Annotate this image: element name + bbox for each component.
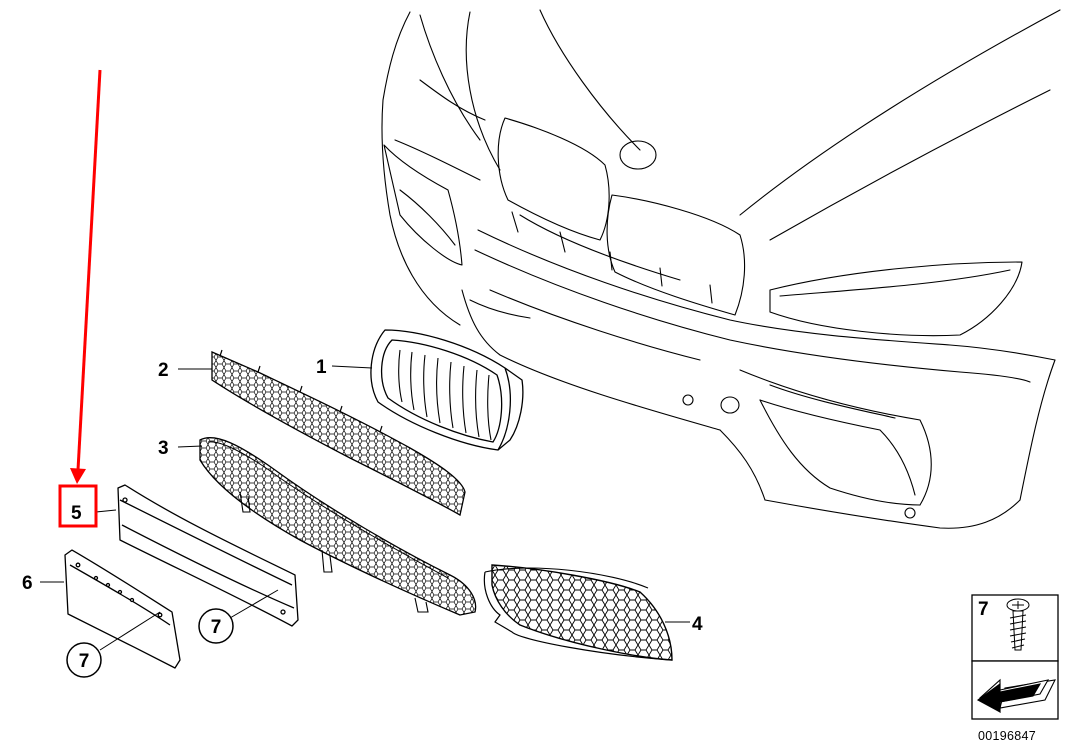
callout-part-3: 3 bbox=[158, 438, 169, 459]
part-4-side-grille-insert bbox=[483, 564, 673, 661]
fastener-legend: 7 bbox=[971, 594, 1059, 720]
highlight-box bbox=[58, 484, 98, 528]
insert-arrow-icon bbox=[976, 678, 1056, 714]
callout-part-5: 5 bbox=[71, 503, 82, 524]
screw-icon bbox=[1006, 598, 1030, 651]
callout-part-1: 1 bbox=[316, 357, 327, 378]
part-5-license-bracket bbox=[117, 484, 299, 627]
part-1-kidney-grille bbox=[370, 329, 524, 451]
part-2-upper-grille-mesh bbox=[211, 349, 466, 517]
svg-text:7: 7 bbox=[79, 651, 90, 672]
diagram-reference-number: 00196847 bbox=[978, 729, 1036, 743]
part-6-license-plate-base bbox=[64, 549, 181, 669]
callout-part-2: 2 bbox=[158, 360, 169, 381]
legend-part-number: 7 bbox=[978, 599, 989, 620]
callout-fastener-a: 7 bbox=[198, 608, 234, 644]
svg-text:7: 7 bbox=[211, 617, 222, 638]
callout-part-4: 4 bbox=[692, 614, 703, 635]
callout-part-6: 6 bbox=[22, 573, 33, 594]
vehicle-front-outline bbox=[381, 9, 1061, 529]
callout-fastener-b: 7 bbox=[66, 642, 102, 678]
part-3-lower-grille-mesh bbox=[199, 437, 477, 616]
leader-lines bbox=[40, 365, 690, 651]
highlight-arrow bbox=[70, 69, 102, 484]
